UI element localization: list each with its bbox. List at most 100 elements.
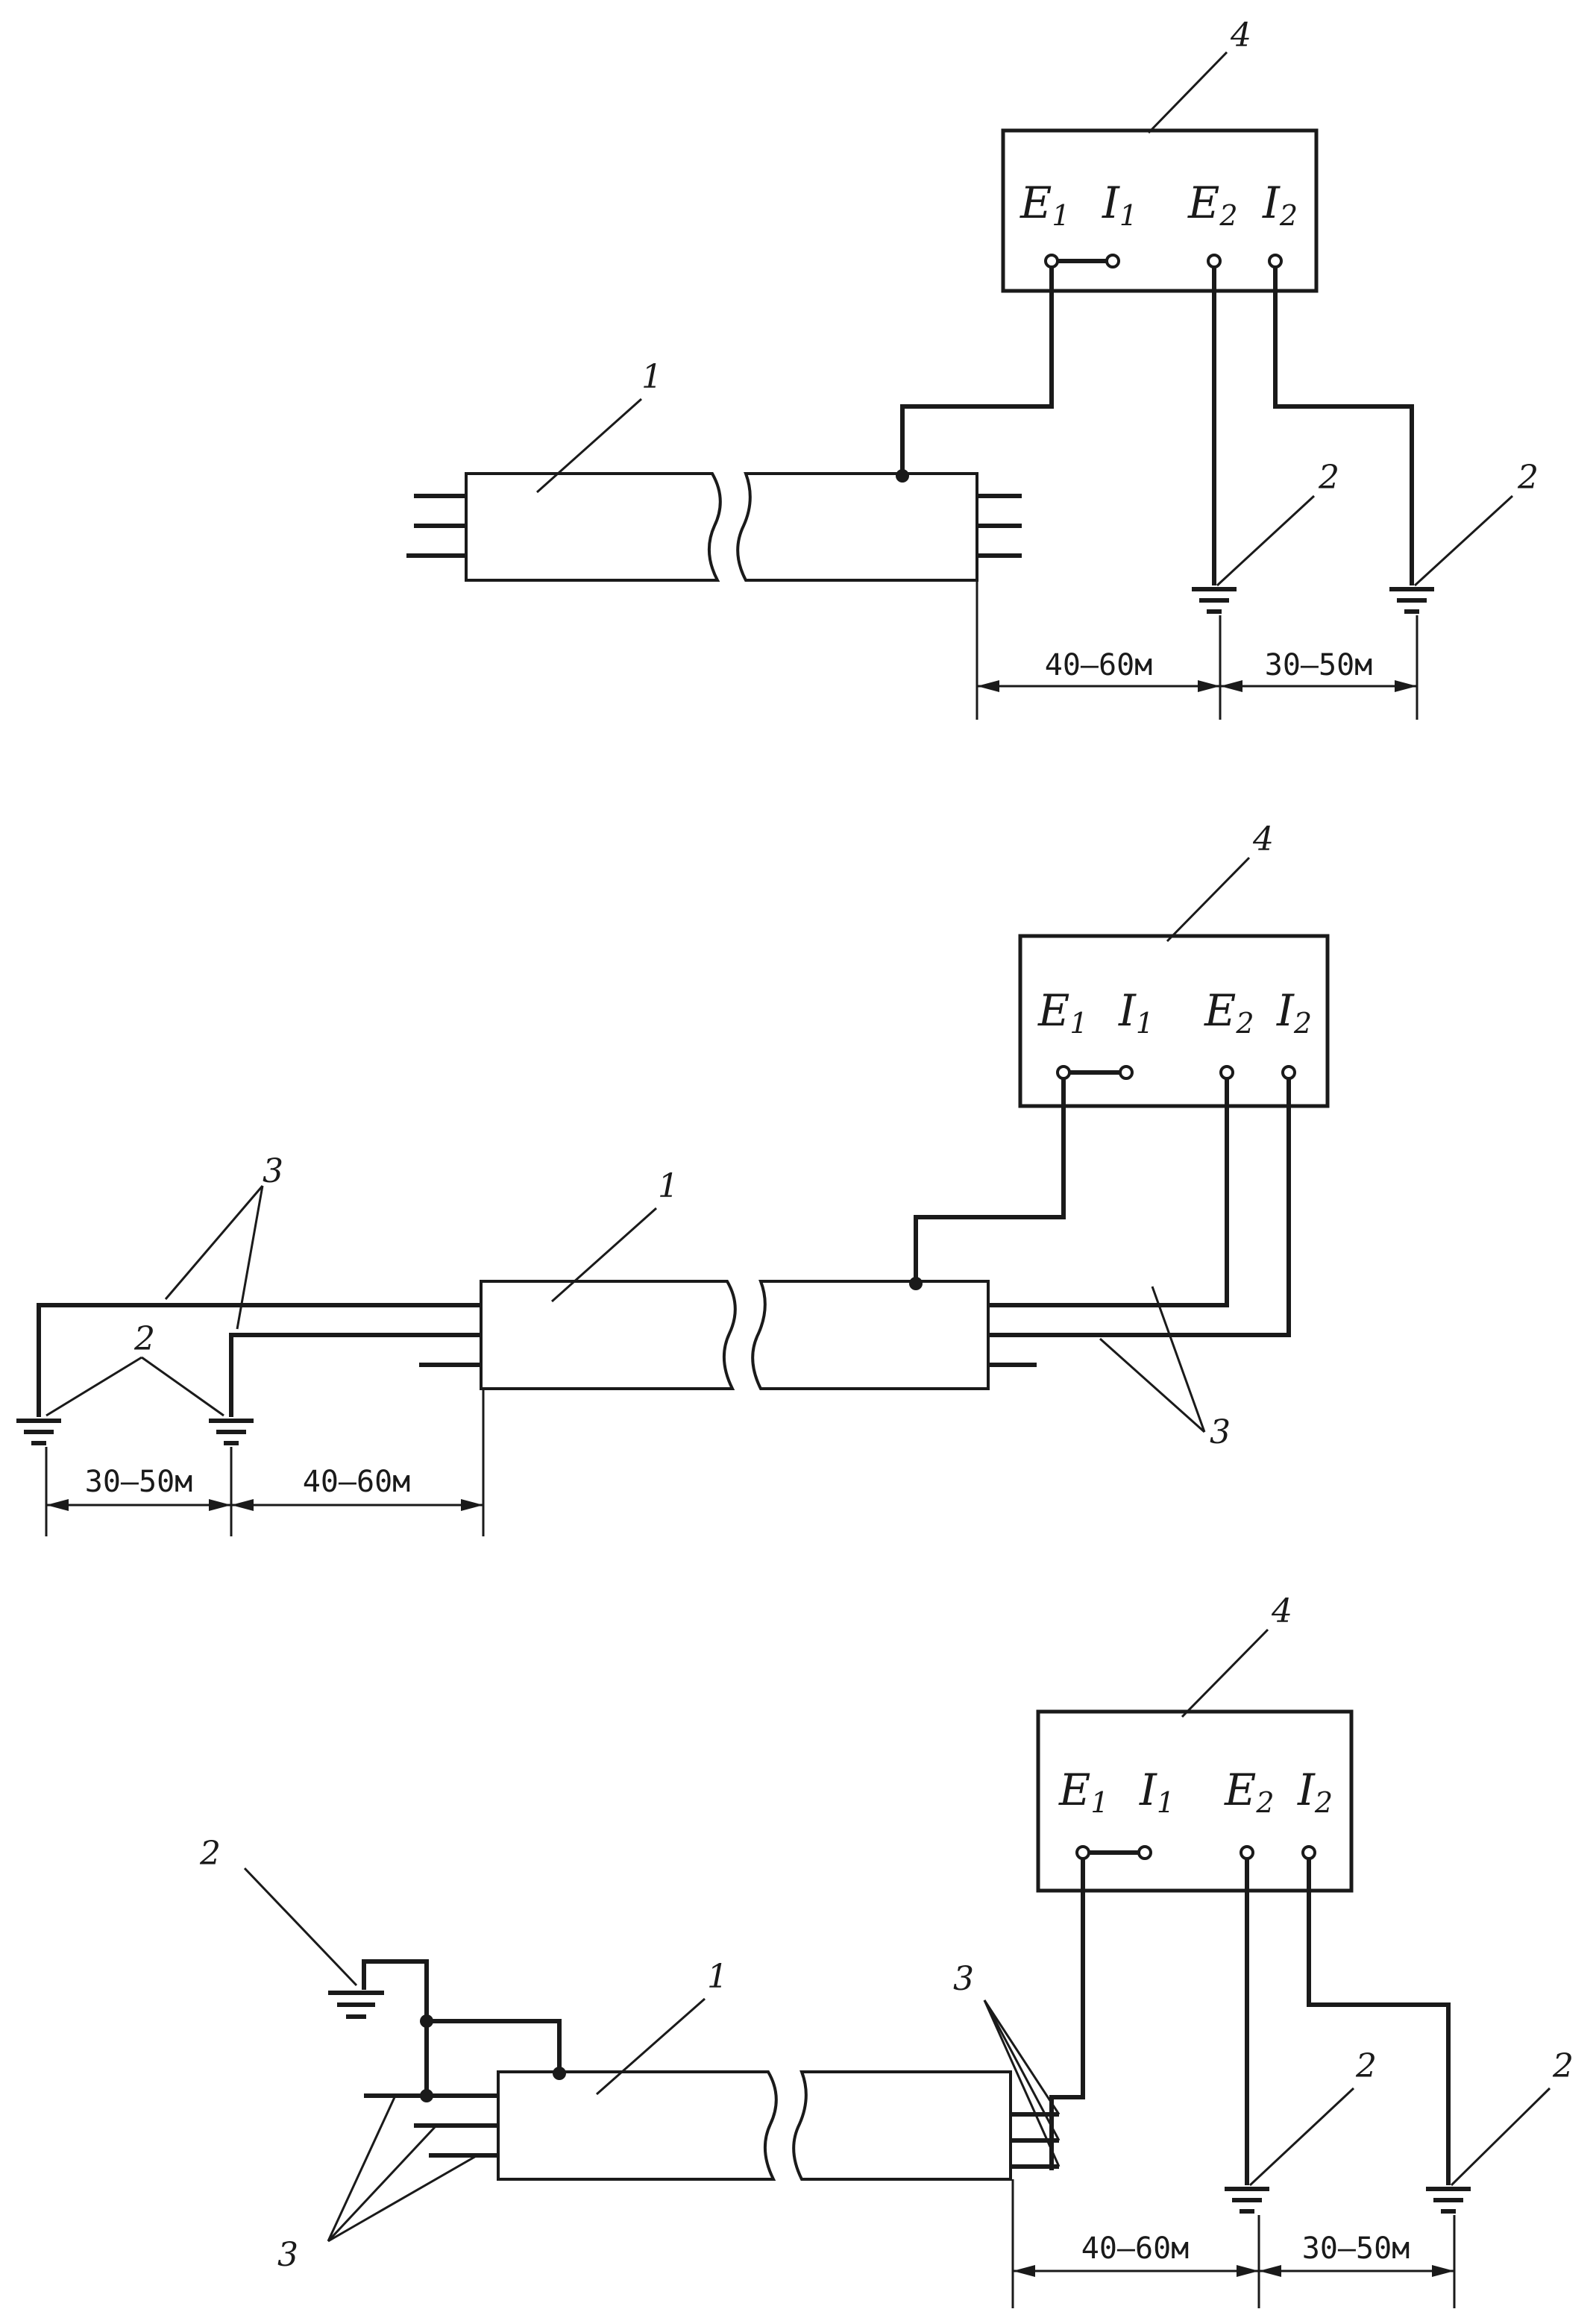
scheme-2-wire-leader-left-2 <box>236 1185 264 1330</box>
scheme-1-cable-leader <box>536 398 642 494</box>
scheme-3-terminal-e1: E1 <box>1058 1765 1109 1819</box>
scheme-2-meter-leader <box>1166 856 1251 943</box>
scheme-3-distance-2: 30–50м <box>1302 2231 1410 2266</box>
scheme-2-meter-box <box>1018 934 1330 1108</box>
scheme-2-wire-e2 <box>988 1078 1229 1307</box>
scheme-3-i1-socket <box>1137 1845 1152 1860</box>
scheme-1-cable: 1 <box>406 358 1022 582</box>
scheme-3-wire-leader-right-1 <box>983 2000 1061 2115</box>
scheme-2-wire-far-potential <box>229 1333 481 1417</box>
scheme-3-wire-leader-left-1 <box>327 2095 397 2242</box>
scheme-1-cable-label: 1 <box>641 358 662 396</box>
scheme-3-e1-socket <box>1075 1845 1090 1860</box>
scheme-1-electrode-label-1: 2 <box>1318 459 1339 497</box>
scheme-1-e2-socket <box>1207 254 1222 268</box>
scheme-2-dimensions: 30–50м 40–60м <box>45 1389 485 1536</box>
scheme-2-cable: 1 <box>419 1167 1037 1390</box>
scheme-3-wire-label-left: 3 <box>277 2236 298 2274</box>
scheme-1-wire-e1 <box>900 267 1054 474</box>
scheme-1-dimensions: 40–60м 30–50м <box>975 580 1419 720</box>
scheme-2-distance-2: 40–60м <box>303 1465 411 1499</box>
scheme-2-wire-label-right: 3 <box>1210 1413 1231 1451</box>
scheme-3-electrode-potential: 2 <box>1225 2047 1377 2214</box>
scheme-1-i1-socket <box>1105 254 1120 268</box>
scheme-2-distance-1: 30–50м <box>85 1465 193 1499</box>
scheme-2-electrode-leader-1 <box>45 1356 142 1417</box>
scheme-3-terminal-i2: I2 <box>1297 1765 1333 1819</box>
scheme-2-e1-socket <box>1056 1065 1071 1080</box>
scheme-3-distance-1: 40–60м <box>1081 2231 1190 2266</box>
scheme-3-wire-e1 <box>1049 1859 1085 2114</box>
scheme-3-electrode-current: 2 <box>1426 2047 1574 2214</box>
scheme-2-electrode-near <box>209 1419 254 1445</box>
scheme-1-electrode-label-2: 2 <box>1517 459 1539 497</box>
scheme-1-distance-2: 30–50м <box>1265 648 1373 682</box>
scheme-1-cable-left <box>465 472 722 582</box>
scheme-1: 4 E1 I1 E2 I2 1 <box>406 16 1539 720</box>
scheme-2: 4 E1 I1 E2 I2 1 3 <box>16 820 1330 1536</box>
scheme-3-wire-leader-right-2 <box>983 2000 1061 2141</box>
scheme-3-electrode-label-2: 2 <box>1552 2047 1574 2085</box>
scheme-2-terminal-e2: E2 <box>1204 985 1254 1040</box>
scheme-2-wire-label-left: 3 <box>263 1152 283 1190</box>
scheme-2-meter: 4 E1 I1 E2 I2 <box>1018 820 1330 1108</box>
scheme-1-terminal-i2: I2 <box>1262 178 1298 232</box>
scheme-3-sheath-joint <box>553 2067 566 2080</box>
scheme-1-meter: 4 E1 I1 E2 I2 <box>1001 16 1319 293</box>
scheme-2-e2-socket <box>1219 1065 1234 1080</box>
scheme-2-wire-leader-right-1 <box>1151 1286 1206 1433</box>
scheme-2-sheath-joint <box>909 1277 923 1290</box>
scheme-2-wire-e1 <box>914 1078 1066 1281</box>
scheme-2-terminal-e1: E1 <box>1037 985 1088 1040</box>
scheme-3-electrode-local: 2 <box>199 1835 384 2019</box>
scheme-1-electrode-current: 2 <box>1389 459 1539 614</box>
scheme-3-i2-socket <box>1301 1845 1316 1860</box>
scheme-3-electrode-label-local: 2 <box>199 1835 221 1873</box>
scheme-2-cable-leader <box>551 1207 657 1303</box>
scheme-1-sheath-joint <box>896 469 909 483</box>
scheme-1-meter-leader <box>1147 51 1228 134</box>
scheme-3-e2-socket <box>1240 1845 1254 1860</box>
scheme-2-terminal-i1: I1 <box>1118 985 1154 1040</box>
scheme-3-wire-i2 <box>1307 1859 1451 2185</box>
scheme-2-electrode-leader-2 <box>141 1356 224 1417</box>
scheme-3-wire-sheath-left <box>427 2019 562 2072</box>
scheme-2-electrode-far <box>16 1419 61 1445</box>
scheme-1-terminal-e2: E2 <box>1187 178 1238 232</box>
scheme-2-wire-leader-left-1 <box>164 1185 264 1300</box>
scheme-1-terminal-i1: I1 <box>1102 178 1137 232</box>
scheme-3-cable-left <box>497 2070 778 2181</box>
scheme-3-terminal-i1: I1 <box>1139 1765 1175 1819</box>
scheme-3-electrode-label-1: 2 <box>1355 2047 1377 2085</box>
scheme-2-cable-left <box>480 1280 737 1390</box>
scheme-2-cable-right <box>751 1280 990 1390</box>
scheme-3-wire-leader-left-2 <box>327 2124 438 2243</box>
scheme-3-meter-leader <box>1181 1628 1269 1718</box>
scheme-3-wire-leader-right-3 <box>983 2000 1061 2167</box>
scheme-2-meter-label: 4 <box>1252 820 1274 858</box>
scheme-2-wire-leader-right-2 <box>1099 1337 1205 1433</box>
scheme-1-i2-socket <box>1268 254 1283 268</box>
scheme-3: 4 E1 I1 E2 I2 1 <box>199 1592 1574 2308</box>
scheme-1-distance-1: 40–60м <box>1045 648 1153 682</box>
scheme-2-electrode-label: 2 <box>133 1320 155 1358</box>
scheme-1-terminal-e1: E1 <box>1020 178 1070 232</box>
scheme-1-e1-socket <box>1044 254 1059 268</box>
scheme-1-meter-label: 4 <box>1230 16 1251 54</box>
scheme-3-wire-local-earth <box>362 1959 429 2096</box>
scheme-3-meter-label: 4 <box>1271 1592 1292 1630</box>
scheme-1-cable-right <box>736 472 978 582</box>
scheme-3-junction-2 <box>420 2089 433 2102</box>
scheme-2-terminal-i2: I2 <box>1276 985 1312 1040</box>
scheme-3-terminal-e2: E2 <box>1224 1765 1275 1819</box>
scheme-3-cable-right <box>792 2070 1012 2181</box>
scheme-2-i2-socket <box>1281 1065 1296 1080</box>
scheme-3-meter-box <box>1036 1709 1354 1893</box>
scheme-3-wire-label-right: 3 <box>953 1960 974 1998</box>
scheme-2-wire-i2 <box>988 1078 1291 1337</box>
scheme-3-dimensions: 40–60м 30–50м <box>1011 2179 1456 2308</box>
scheme-3-junction-1 <box>420 2014 433 2028</box>
scheme-3-wire-leader-left-3 <box>327 2154 478 2243</box>
scheme-3-meter: 4 E1 I1 E2 I2 <box>1036 1592 1354 1893</box>
